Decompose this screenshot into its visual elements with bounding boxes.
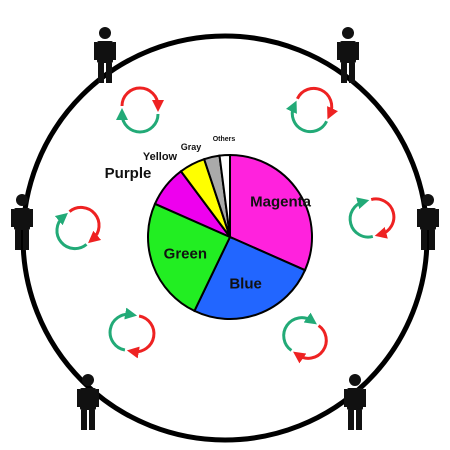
- cycle-arrows-icon: [286, 86, 338, 134]
- cycle-arrows-icon: [116, 86, 164, 134]
- pie-label-purple: Purple: [105, 165, 152, 182]
- pie-label-magenta: Magenta: [250, 194, 312, 211]
- pie-label-yellow: Yellow: [143, 151, 178, 163]
- pie-label-blue: Blue: [229, 276, 262, 293]
- pie-slice-blue: [193, 235, 307, 320]
- pie-slice-others: [218, 153, 231, 238]
- pie-slice-magenta: [229, 153, 313, 272]
- cycle-arrows-group: [54, 86, 396, 364]
- pie-label-gray: Gray: [181, 142, 202, 152]
- cycle-arrows-icon: [108, 307, 156, 359]
- pie-slice-green: [147, 202, 232, 313]
- cycle-arrows-icon: [282, 312, 328, 364]
- cycle-arrows-icon: [348, 197, 396, 239]
- pie-chart: [147, 153, 313, 320]
- pie-label-green: Green: [164, 246, 207, 263]
- pie-label-others: Others: [213, 136, 236, 143]
- cycle-arrows-icon: [54, 205, 102, 251]
